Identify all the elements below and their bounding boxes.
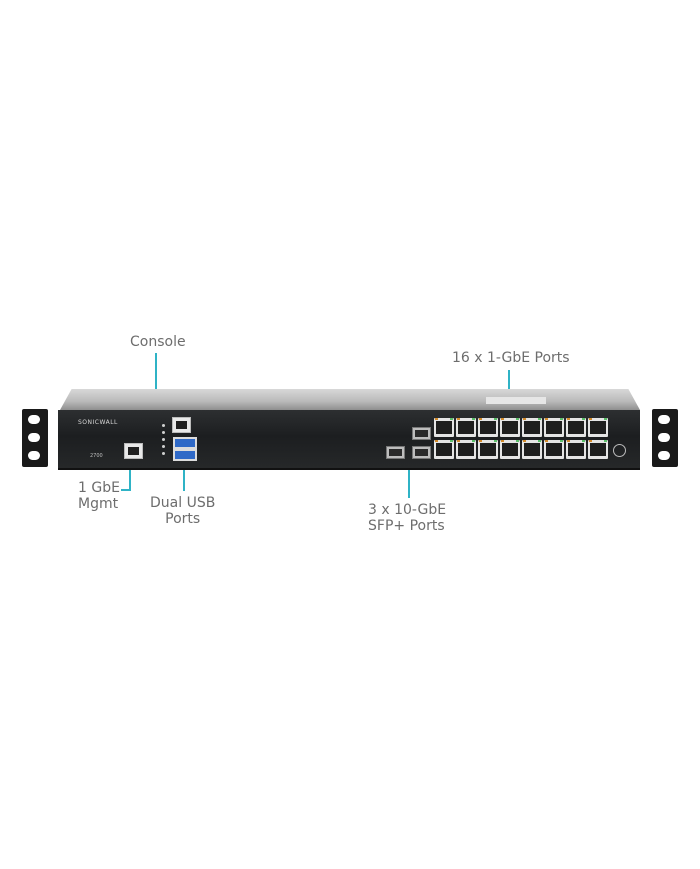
- gbe-port: [522, 418, 542, 437]
- callout-dual-usb: Dual USB Ports: [150, 495, 215, 527]
- status-led: [162, 438, 165, 441]
- usb-port: [173, 437, 197, 449]
- gbe-port: [544, 418, 564, 437]
- power-button-icon: [613, 444, 626, 457]
- callout-sfp: 3 x 10-GbE SFP+ Ports: [368, 502, 446, 534]
- gbe-port: [522, 440, 542, 459]
- gbe-port: [588, 418, 608, 437]
- gbe-port: [478, 418, 498, 437]
- gbe-port: [566, 440, 586, 459]
- gbe-port: [478, 440, 498, 459]
- front-panel: [58, 410, 640, 470]
- status-led: [162, 445, 165, 448]
- callout-mgmt: 1 GbE Mgmt: [78, 480, 120, 512]
- sfp-port: [386, 446, 405, 459]
- rack-ear-right: [652, 409, 678, 467]
- callout-usb-line2: Ports: [165, 511, 201, 527]
- gbe-port: [434, 440, 454, 459]
- status-led: [162, 452, 165, 455]
- gbe-port: [500, 418, 520, 437]
- callout-sfp-line2: SFP+ Ports: [368, 518, 445, 534]
- gbe-port: [588, 440, 608, 459]
- callout-usb-line1: Dual USB: [150, 495, 216, 511]
- status-led: [162, 431, 165, 434]
- gbe-port: [434, 418, 454, 437]
- status-led: [162, 424, 165, 427]
- gbe-port-grid: [434, 418, 608, 459]
- gbe-port: [500, 440, 520, 459]
- chassis-top: [60, 389, 640, 410]
- callout-sfp-line1: 3 x 10-GbE: [368, 502, 447, 518]
- callout-mgmt-line2: Mgmt: [78, 496, 119, 512]
- usb-port: [173, 449, 197, 461]
- callout-16-gbe-ports: 16 x 1-GbE Ports: [452, 350, 570, 366]
- callout-line-console: [155, 353, 157, 408]
- mgmt-port: [124, 443, 143, 459]
- callout-line-usb: [183, 467, 185, 491]
- gbe-port: [566, 418, 586, 437]
- callout-line-mgmt-h: [121, 489, 131, 491]
- sfp-port: [412, 446, 431, 459]
- callout-mgmt-line1: 1 GbE: [78, 480, 120, 496]
- callout-line-sfp: [408, 465, 410, 498]
- gbe-port: [544, 440, 564, 459]
- callout-line-mgmt: [129, 467, 131, 491]
- callout-console: Console: [130, 334, 186, 350]
- model-number: 2700: [90, 453, 103, 459]
- gbe-port: [456, 418, 476, 437]
- console-port: [172, 417, 191, 433]
- lid-label: [486, 397, 546, 404]
- rack-ear-left: [22, 409, 48, 467]
- sfp-port: [412, 427, 431, 440]
- brand-logo: SONICWALL: [78, 419, 118, 426]
- gbe-port: [456, 440, 476, 459]
